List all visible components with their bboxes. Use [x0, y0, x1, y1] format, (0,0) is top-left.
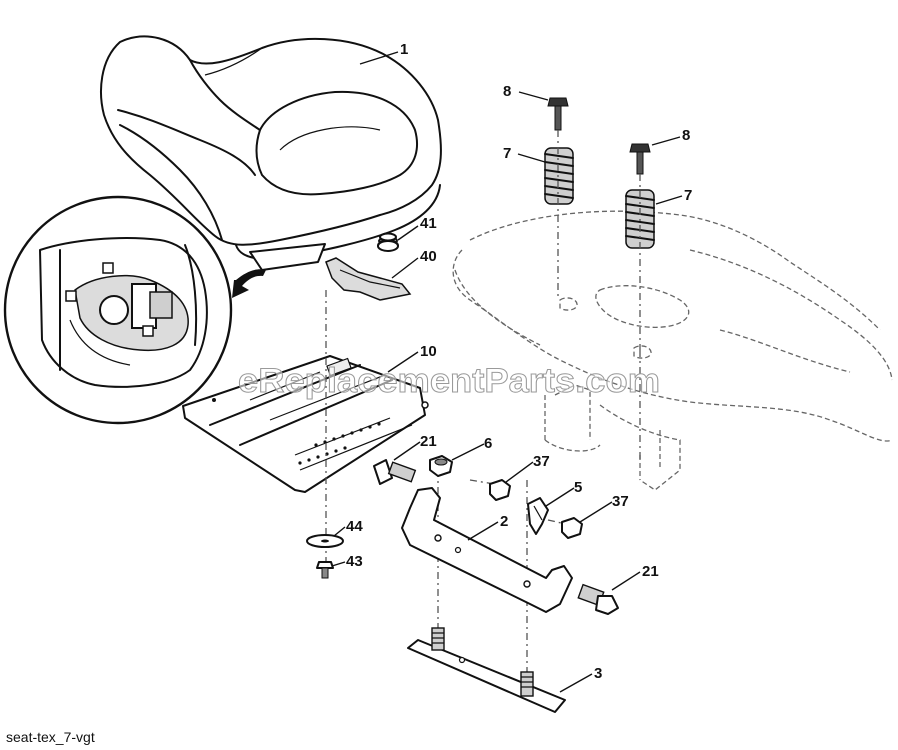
nut-37-upper [489, 479, 511, 501]
curved-arrow-icon [232, 269, 266, 298]
callout-3: 3 [594, 665, 602, 682]
bolt-21-lower [577, 583, 619, 615]
slot-pattern [298, 422, 381, 465]
bolt-left [547, 97, 569, 131]
callout-1: 1 [400, 41, 408, 58]
callout-44: 44 [346, 518, 363, 535]
callout-37b: 37 [612, 493, 629, 510]
compression-spring-small [377, 232, 399, 252]
callout-5: 5 [574, 479, 582, 496]
callout-37a: 37 [533, 453, 550, 470]
callout-43: 43 [346, 553, 363, 570]
watermark: eReplacementParts.com [238, 362, 660, 400]
callout-10: 10 [420, 343, 437, 360]
callout-41: 41 [420, 215, 437, 232]
clip-5 [527, 497, 549, 535]
washer-44 [306, 534, 344, 548]
callout-7b: 7 [684, 187, 692, 204]
seat-bracket [401, 487, 573, 613]
callout-40: 40 [420, 248, 437, 265]
diagram-caption: seat-tex_7-vgt [6, 729, 95, 745]
callout-21a: 21 [420, 433, 437, 450]
callout-6: 6 [484, 435, 492, 452]
leader-lines [331, 51, 683, 693]
seat-latch-clip [325, 257, 412, 301]
callout-labels: 1 8 8 7 7 41 40 10 21 6 37 5 37 2 44 43 … [346, 41, 692, 682]
detail-view-circle [3, 195, 266, 425]
nut-6 [429, 455, 453, 477]
seat [100, 35, 442, 271]
callout-2: 2 [500, 513, 508, 530]
mounting-plate [407, 627, 566, 713]
callout-8a: 8 [503, 83, 511, 100]
bolt-21-upper [373, 459, 417, 485]
seat-pan [182, 355, 429, 493]
nut-37-lower [561, 517, 583, 539]
callout-8b: 8 [682, 127, 690, 144]
fender-frame-outline [452, 210, 893, 491]
bolt-43 [316, 561, 334, 579]
callout-7a: 7 [503, 145, 511, 162]
callout-21b: 21 [642, 563, 659, 580]
bolt-right [629, 143, 651, 175]
spring-left [544, 147, 574, 205]
